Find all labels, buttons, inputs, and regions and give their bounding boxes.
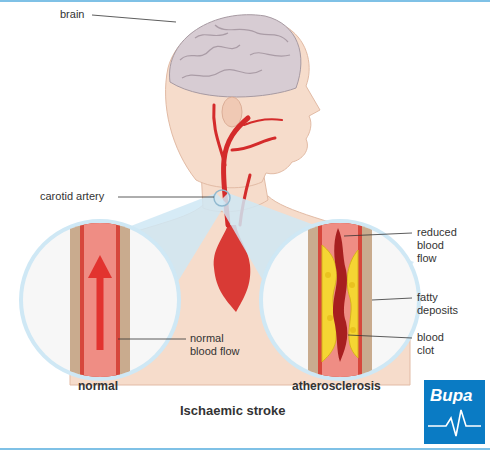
bottom-rule [0,448,490,450]
zoom-circle [261,221,419,379]
brain-folds [180,25,290,78]
caption: Ischaemic stroke [180,403,286,418]
part-label: blood clot [417,331,463,357]
part-label: fatty deposits [417,291,463,317]
leader-lines [92,15,412,339]
logo-box: Bupa [424,380,485,444]
part-label: normal blood flow [190,332,248,358]
part-label: carotid artery [40,190,116,203]
part-label: reduced blood flow [417,226,463,265]
ear [222,97,242,127]
logo-text: Bupa [424,380,485,406]
zoom-spot [214,190,230,206]
view-title: normal [78,380,138,393]
view-title: atherosclerosis [292,380,402,393]
normal-vessel [70,215,130,385]
diseased-vessel [308,215,372,385]
top-rule [0,0,490,2]
part-label: brain [60,8,94,21]
brain-shape [170,15,301,97]
